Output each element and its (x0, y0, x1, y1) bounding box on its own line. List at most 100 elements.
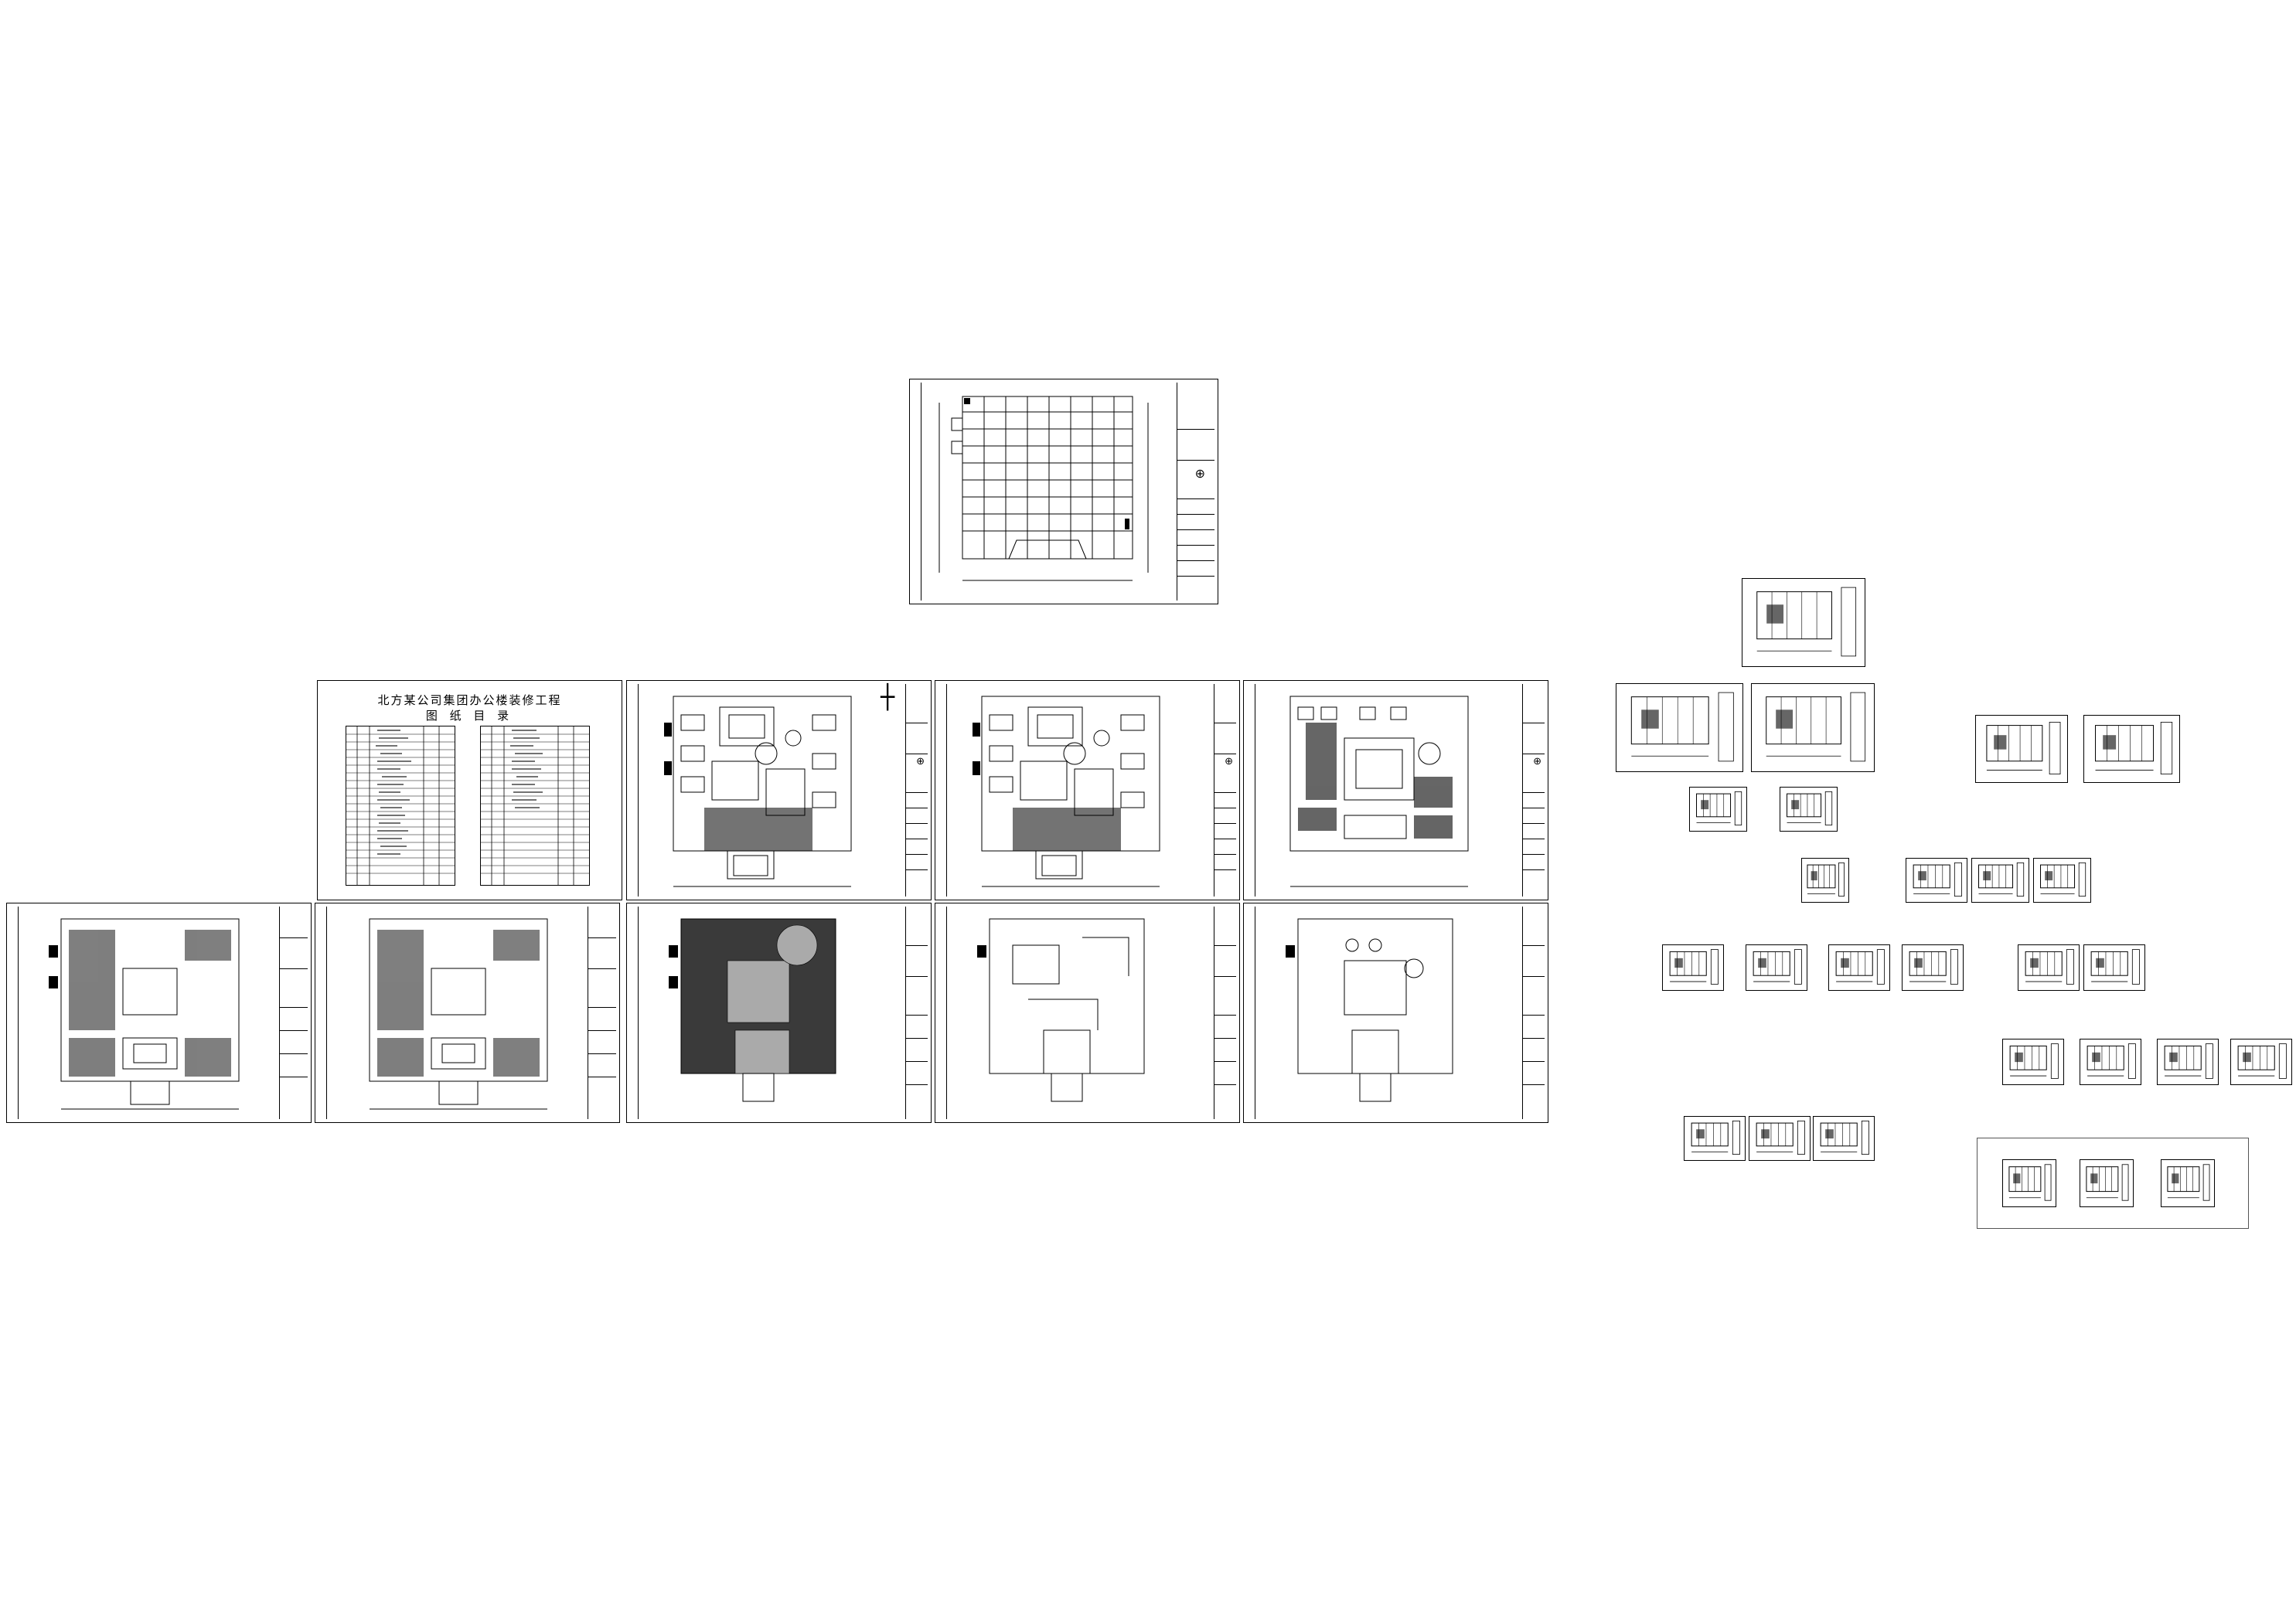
walls-plan-drawing (977, 918, 1145, 1102)
elevation-thumbnail[interactable] (1749, 1116, 1811, 1161)
elevation-sketch (2167, 1164, 2210, 1201)
elevation-sketch (1753, 949, 1802, 985)
title-block (1522, 684, 1545, 897)
elevation-sketch (1756, 587, 1857, 657)
index-table-left (346, 726, 455, 886)
elevation-sketch (1756, 1121, 1805, 1155)
roof-grid-drawing (938, 396, 1149, 581)
elevation-sketch (2237, 1043, 2287, 1079)
elevation-thumbnail[interactable] (2083, 715, 2180, 783)
elevation-thumbnail[interactable] (1684, 1116, 1746, 1161)
elevation-thumbnail[interactable] (2083, 944, 2145, 991)
elevation-sketch (2095, 721, 2173, 774)
elevation-sketch (2040, 863, 2086, 897)
elevation-thumbnail[interactable] (1801, 858, 1849, 903)
elevation-thumbnail[interactable] (1616, 683, 1743, 772)
elevation-sketch (1978, 863, 2025, 897)
flooring-plan-drawing (669, 918, 836, 1102)
elevation-sketch (2090, 949, 2140, 985)
index-project-title: 北方某公司集团办公楼装修工程 (377, 695, 562, 707)
sheet-margin-strip (10, 907, 19, 1119)
title-block (588, 907, 616, 1119)
lighting-plan-drawing (49, 918, 240, 1110)
title-block (1214, 907, 1236, 1119)
elevation-thumbnail[interactable] (1780, 787, 1838, 832)
elevation-sketch (1913, 863, 1962, 897)
elevation-sketch (1691, 1121, 1740, 1155)
elevation-sketch (1807, 863, 1845, 897)
elevation-sketch (1909, 949, 1958, 985)
furniture-plan-drawing (664, 696, 852, 887)
elevation-sketch (2164, 1043, 2213, 1079)
index-subtitle: 图 纸 目 录 (425, 710, 514, 723)
elevation-thumbnail[interactable] (1906, 858, 1967, 903)
elevation-sketch (1835, 949, 1885, 985)
sheet-margin-strip (1247, 907, 1255, 1119)
elevation-thumbnail[interactable] (2161, 1159, 2215, 1207)
sheet-floor-plan-flooring[interactable] (626, 903, 932, 1123)
elevation-sketch (1696, 791, 1742, 826)
sheet-drawing-index[interactable]: 北方某公司集团办公楼装修工程 图 纸 目 录 (317, 680, 622, 900)
sheet-floor-plan-lighting-a[interactable] (6, 903, 312, 1123)
sheet-floor-plan-walls-b[interactable] (1243, 903, 1548, 1123)
elevation-thumbnail[interactable] (1751, 683, 1875, 772)
elevation-thumbnail[interactable] (1902, 944, 1964, 991)
sheet-margin-strip (630, 684, 639, 897)
title-block (1214, 684, 1236, 897)
index-table-right (480, 726, 590, 886)
north-arrow-icon: ⊕ (1533, 755, 1541, 767)
elevation-sketch (1820, 1121, 1869, 1155)
title-block (1522, 907, 1545, 1119)
lighting-plan-drawing (369, 918, 548, 1110)
elevation-thumbnail[interactable] (1746, 944, 1807, 991)
sheet-floor-plan-furniture-a[interactable]: ⊕ ┼ (626, 680, 932, 900)
elevation-sketch (1787, 791, 1833, 826)
crosshair-cursor-icon: ┼ (881, 684, 895, 711)
north-arrow-icon: ⊕ (916, 755, 925, 767)
elevation-thumbnail[interactable] (1828, 944, 1890, 991)
sheet-floor-plan-walls-a[interactable] (935, 903, 1240, 1123)
elevation-sketch (2086, 1043, 2136, 1079)
elevation-thumbnail[interactable] (2033, 858, 2091, 903)
ceiling-plan-drawing (1289, 696, 1469, 887)
elevation-sketch (2009, 1043, 2059, 1079)
elevation-thumbnail[interactable] (1813, 1116, 1875, 1161)
elevation-thumbnail[interactable] (2230, 1039, 2292, 1085)
elevation-thumbnail[interactable] (2018, 944, 2080, 991)
sheet-margin-strip (913, 383, 921, 601)
sheet-margin-strip (938, 684, 947, 897)
sheet-margin-strip (630, 907, 639, 1119)
elevation-thumbnail[interactable] (1971, 858, 2029, 903)
north-arrow-icon: ⊕ (1194, 468, 1205, 481)
elevation-thumbnail[interactable] (2080, 1039, 2141, 1085)
elevation-sketch (2086, 1164, 2129, 1201)
elevation-sketch (1766, 692, 1866, 762)
elevation-thumbnail[interactable] (1975, 715, 2068, 783)
elevation-thumbnail[interactable] (2157, 1039, 2219, 1085)
elevation-sketch (2008, 1164, 2052, 1201)
elevation-thumbnail[interactable] (2080, 1159, 2134, 1207)
north-arrow-icon: ⊕ (1225, 755, 1233, 767)
elevation-thumbnail[interactable] (2002, 1039, 2064, 1085)
title-block (1177, 383, 1214, 601)
elevation-sketch (1986, 721, 2061, 774)
sheet-margin-strip (938, 907, 947, 1119)
elevation-sketch (2025, 949, 2074, 985)
elevation-thumbnail[interactable] (2002, 1159, 2056, 1207)
walls-plan-drawing (1286, 918, 1453, 1102)
elevation-thumbnail[interactable] (1689, 787, 1747, 832)
sheet-margin-strip (319, 907, 327, 1119)
sheet-roof-grid-plan[interactable]: ⊕ (909, 379, 1218, 604)
sheet-floor-plan-furniture-b[interactable]: ⊕ (935, 680, 1240, 900)
sheet-floor-plan-lighting-b[interactable] (315, 903, 620, 1123)
elevation-sketch (1669, 949, 1719, 985)
sheet-floor-plan-ceiling[interactable]: ⊕ (1243, 680, 1548, 900)
sheet-margin-strip (1247, 684, 1255, 897)
elevation-group-box (1977, 1138, 2249, 1229)
elevation-thumbnail[interactable] (1742, 578, 1865, 667)
furniture-plan-drawing (973, 696, 1160, 887)
title-block (905, 907, 928, 1119)
title-block (905, 684, 928, 897)
title-block (279, 907, 308, 1119)
elevation-thumbnail[interactable] (1662, 944, 1724, 991)
